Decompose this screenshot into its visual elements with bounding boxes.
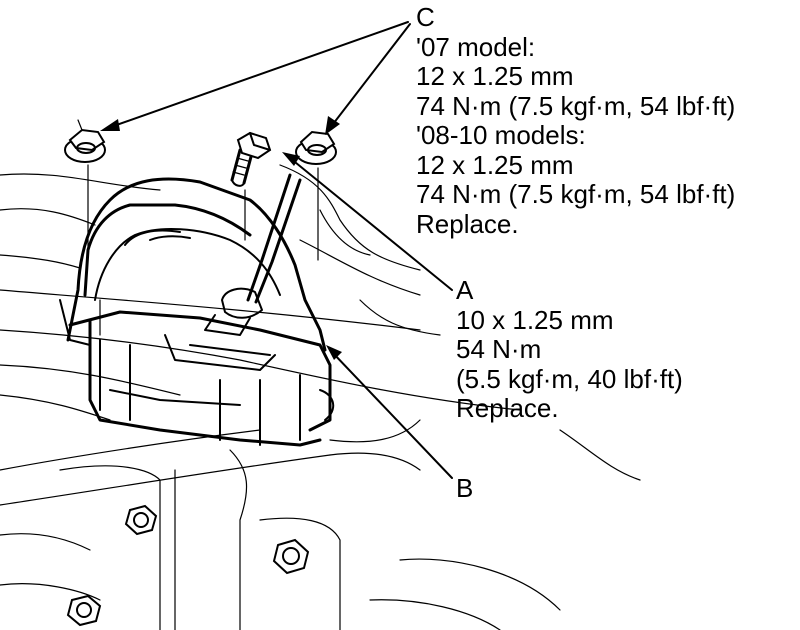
engine-block-lower xyxy=(0,449,561,630)
callout-a-line: (5.5 kgf·m, 40 lbf·ft) xyxy=(456,363,683,394)
leader-line-b xyxy=(326,345,453,479)
callout-c-letter: C xyxy=(416,2,435,32)
mount-bracket xyxy=(59,177,335,447)
surface-contour-lines xyxy=(0,164,641,506)
callout-a-letter: A xyxy=(456,275,474,305)
leader-line-a xyxy=(282,152,453,291)
block-bolt-1 xyxy=(124,504,158,536)
callout-c-line: 12 x 1.25 mm xyxy=(416,61,574,91)
callout-c-line: 74 N·m (7.5 kgf·m, 54 lbf·ft) xyxy=(416,179,736,209)
alignment-lines xyxy=(87,164,319,261)
bolt-a xyxy=(230,131,272,187)
flange-nut-c-left xyxy=(64,119,106,163)
callout-a-line: 10 x 1.25 mm xyxy=(456,304,614,335)
callout-a-line: Replace. xyxy=(456,393,559,423)
leader-line-c-left xyxy=(100,21,409,131)
dipstick-tube xyxy=(204,173,302,336)
callout-c: C '07 model: 12 x 1.25 mm 74 N·m (7.5 kg… xyxy=(416,2,736,239)
leader-line-c-right xyxy=(325,23,411,135)
callout-b: B xyxy=(456,473,474,504)
callout-b-letter: B xyxy=(456,473,474,503)
callout-c-line: '07 model: xyxy=(416,31,536,62)
callout-c-line: '08-10 models: xyxy=(416,120,586,150)
block-bolt-3 xyxy=(66,594,102,627)
callout-c-line: 12 x 1.25 mm xyxy=(416,149,574,180)
callout-a: A 10 x 1.25 mm 54 N·m (5.5 kgf·m, 40 lbf… xyxy=(456,275,683,424)
block-bolt-2 xyxy=(272,538,310,575)
callout-c-line: Replace. xyxy=(416,208,519,239)
flange-nut-c-right xyxy=(295,130,337,165)
callout-a-line: 54 N·m xyxy=(456,334,542,364)
callout-c-line: 74 N·m (7.5 kgf·m, 54 lbf·ft) xyxy=(416,90,736,121)
